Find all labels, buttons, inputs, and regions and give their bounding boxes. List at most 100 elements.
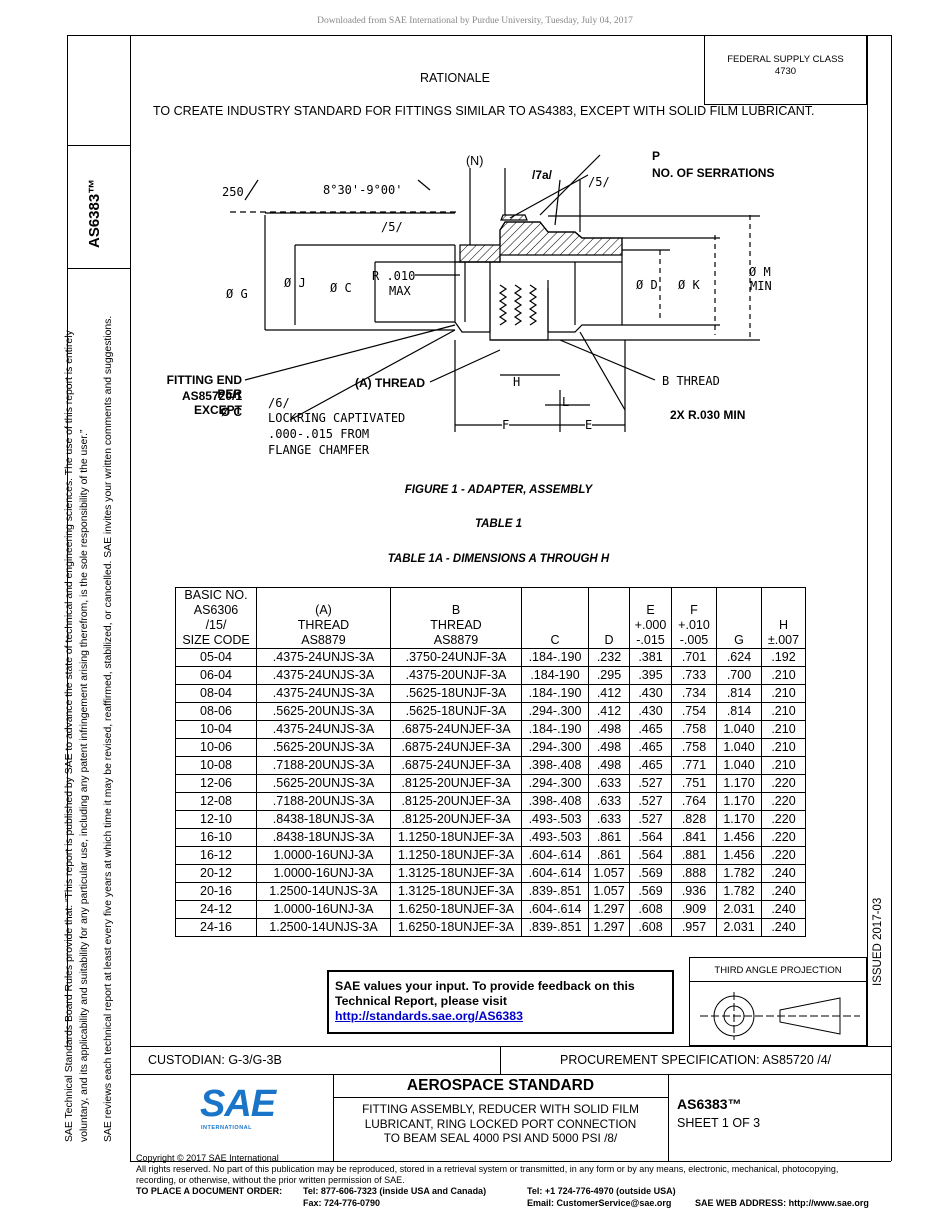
- table-cell: .412: [588, 684, 630, 703]
- table-cell: 06-04: [175, 666, 257, 685]
- table-cell: .220: [761, 774, 806, 793]
- table-cell: 1.2500-14UNJS-3A: [256, 882, 391, 901]
- left-box-divider-2: [67, 268, 130, 269]
- third-angle-divider: [689, 981, 867, 982]
- table-cell: 20-16: [175, 882, 257, 901]
- table-header-cell: F+.010-.005: [671, 587, 717, 649]
- table-cell: .841: [671, 828, 717, 847]
- doc-number: AS6383™: [677, 1096, 742, 1112]
- dia-j-label: Ø J: [284, 276, 306, 290]
- table-cell: .936: [671, 882, 717, 901]
- table-header-text: THREAD: [297, 618, 350, 632]
- adapter-assembly-drawing: [230, 154, 760, 432]
- table-cell: .210: [761, 720, 806, 739]
- table-cell: 1.040: [716, 756, 762, 775]
- lockring-line3: FLANGE CHAMFER: [268, 443, 370, 457]
- table-cell: .465: [629, 756, 672, 775]
- table-header-text: E: [646, 603, 655, 617]
- side-notice-line2: voluntary, and its applicability and sui…: [79, 429, 90, 1142]
- table-cell: .8125-20UNJEF-3A: [390, 792, 522, 811]
- table-cell: 1.456: [716, 846, 762, 865]
- feedback-link[interactable]: http://standards.sae.org/AS6383: [335, 1009, 523, 1023]
- table-cell: 24-16: [175, 918, 257, 937]
- table-cell: .733: [671, 666, 717, 685]
- rights-line2: recording, or otherwise, without the pri…: [136, 1175, 405, 1185]
- dia-g-label: Ø G: [226, 287, 248, 301]
- table-cell: .498: [588, 720, 630, 739]
- p-label: P: [652, 149, 661, 163]
- table-cell: 1.170: [716, 774, 762, 793]
- table-header-text: H: [778, 618, 789, 632]
- table-header-text: AS6306: [193, 603, 239, 617]
- table-cell: .751: [671, 774, 717, 793]
- table-cell: .754: [671, 702, 717, 721]
- left-box-divider-1: [67, 145, 130, 146]
- table-cell: .527: [629, 792, 672, 811]
- dia-k-label: Ø K: [678, 278, 700, 292]
- l-label: L: [562, 395, 570, 409]
- projection-symbol-icon: [700, 992, 860, 1040]
- table-cell: .8438-18UNJS-3A: [256, 828, 391, 847]
- lockring-line1: LOCKRING CAPTIVATED: [268, 411, 406, 425]
- table-cell: .957: [671, 918, 717, 937]
- table-cell: .295: [588, 666, 630, 685]
- table-header-text: -.005: [679, 633, 709, 647]
- table-cell: 1.040: [716, 720, 762, 739]
- table-cell: 1.0000-16UNJ-3A: [256, 900, 391, 919]
- table-cell: .210: [761, 666, 806, 685]
- note-7a-label: /7a/: [532, 168, 553, 182]
- table-row: 12-08.7188-20UNJS-3A.8125-20UNJEF-3A.398…: [175, 792, 806, 811]
- right-frame-line: [891, 35, 892, 1046]
- dia-c-label: Ø C: [330, 281, 352, 295]
- table-cell: .398-.408: [521, 756, 589, 775]
- inner-left-line: [130, 35, 131, 1046]
- table-header-text: B: [451, 603, 461, 617]
- table-cell: .8438-18UNJS-3A: [256, 810, 391, 829]
- table-cell: 1.040: [716, 738, 762, 757]
- doc-title-line1: FITTING ASSEMBLY, REDUCER WITH SOLID FIL…: [362, 1102, 639, 1116]
- table-cell: .701: [671, 648, 717, 667]
- procurement-label: PROCUREMENT SPECIFICATION: AS85720 /4/: [560, 1053, 832, 1067]
- table-cell: 1.170: [716, 810, 762, 829]
- table-header-text: /15/: [205, 618, 227, 632]
- table-cell: .814: [716, 684, 762, 703]
- table-header-cell: G: [716, 587, 762, 649]
- table-cell: 10-06: [175, 738, 257, 757]
- table-header-text: THREAD: [430, 618, 482, 632]
- custodian-top-line: [130, 1046, 891, 1047]
- f-label: F: [502, 418, 510, 432]
- table-row: 08-04.4375-24UNJS-3A.5625-18UNJF-3A.184-…: [175, 684, 806, 703]
- table-cell: 12-10: [175, 810, 257, 829]
- table-row: 08-06.5625-20UNJS-3A.5625-18UNJF-3A.294-…: [175, 702, 806, 721]
- fitting-end-line3: Ø C: [220, 405, 242, 419]
- table-row: 10-06.5625-20UNJS-3A.6875-24UNJEF-3A.294…: [175, 738, 806, 757]
- radius-min-label: 2X R.030 MIN: [670, 408, 746, 422]
- e-label: E: [585, 418, 593, 432]
- table-cell: .5625-18UNJF-3A: [390, 702, 522, 721]
- docnum-divider: [668, 1074, 669, 1161]
- order-label: TO PLACE A DOCUMENT ORDER:: [136, 1186, 283, 1196]
- table-header-text: AS8879: [301, 633, 346, 647]
- note-5a-label: /5/: [588, 175, 610, 189]
- table-cell: .220: [761, 792, 806, 811]
- table-cell: 1.6250-18UNJEF-3A: [390, 918, 522, 937]
- table-cell: .633: [588, 774, 630, 793]
- table-cell: .828: [671, 810, 717, 829]
- table-header-cell: C: [521, 587, 589, 649]
- note-6-label: /6/: [268, 396, 290, 410]
- table-cell: .527: [629, 774, 672, 793]
- table-cell: 1.2500-14UNJS-3A: [256, 918, 391, 937]
- table-cell: .4375-20UNJF-3A: [390, 666, 522, 685]
- table-cell: 1.0000-16UNJ-3A: [256, 864, 391, 883]
- table-header-text: +.010: [678, 618, 710, 632]
- table-cell: .861: [588, 846, 630, 865]
- table-cell: .881: [671, 846, 717, 865]
- note-5b-label: /5/: [381, 220, 403, 234]
- standard-heading-line: [333, 1097, 668, 1098]
- table-cell: .604-.614: [521, 864, 589, 883]
